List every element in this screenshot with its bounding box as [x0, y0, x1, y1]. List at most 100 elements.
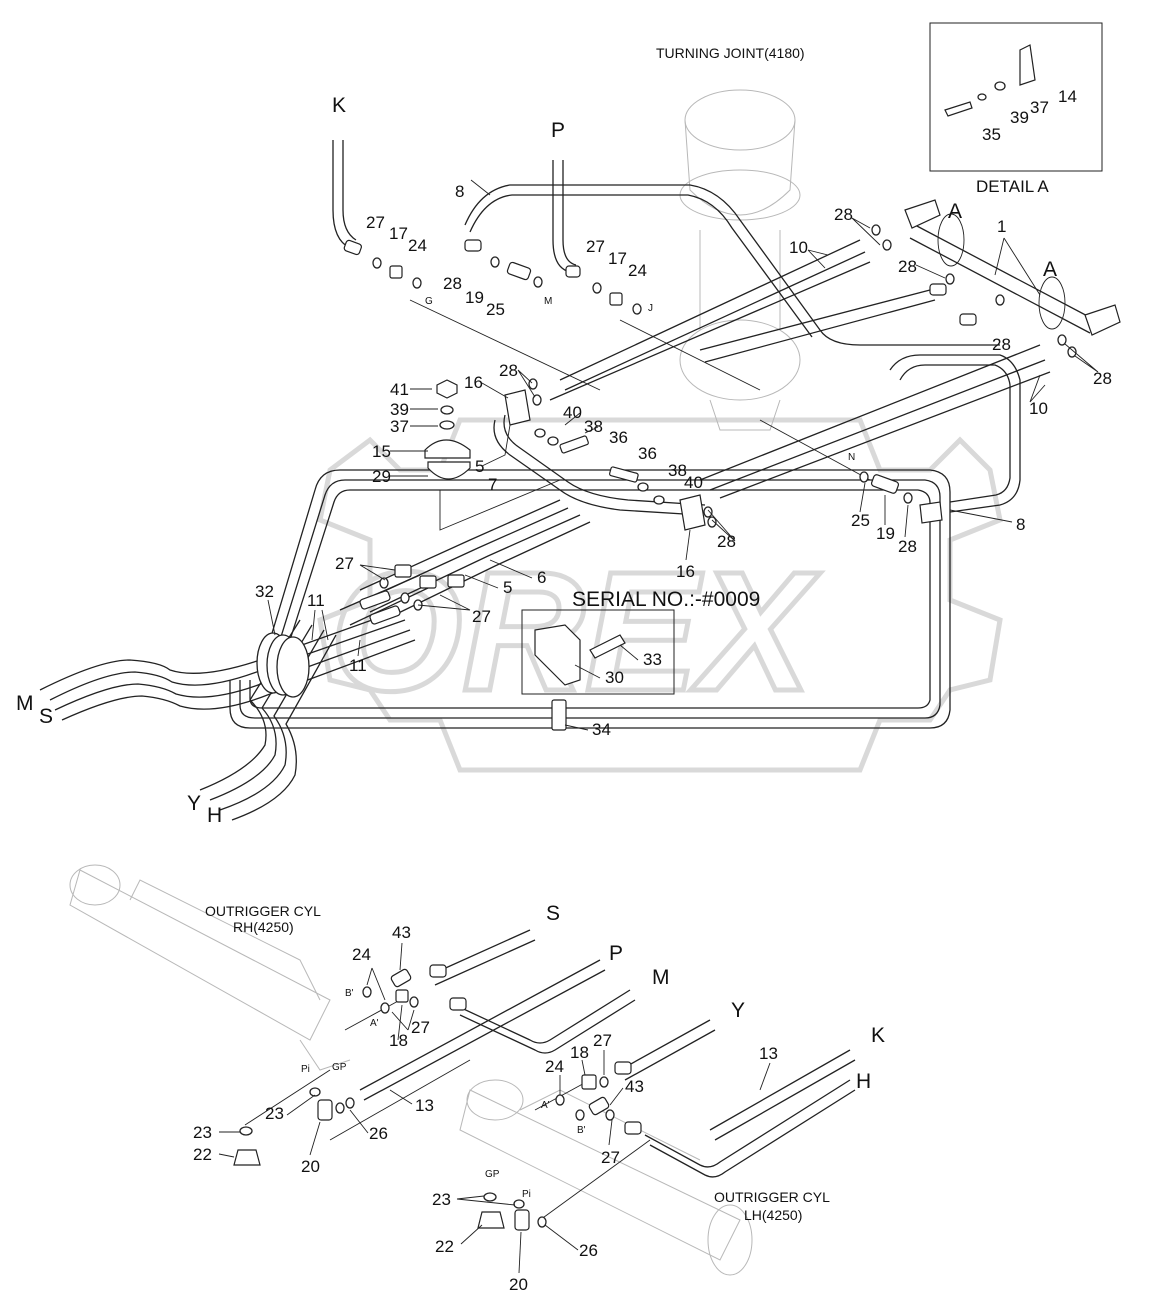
- port-p: P: [551, 119, 565, 142]
- detail-a-box: DETAIL A 14 37 39 35: [929, 22, 1103, 196]
- part-7: 7: [488, 475, 497, 494]
- part-28-a: 28: [834, 205, 853, 224]
- part-23-lh: 23: [432, 1190, 451, 1209]
- part-23-rh-b: 23: [193, 1123, 212, 1142]
- part-27-lh-b: 27: [601, 1148, 620, 1167]
- part-27-rh: 27: [411, 1018, 430, 1037]
- detail-a-label: DETAIL A: [976, 177, 1049, 196]
- part-28-c: 28: [992, 335, 1011, 354]
- part-36-mid: 36: [638, 444, 657, 463]
- turning-joint-caption: TURNING JOINT(4180): [656, 45, 805, 61]
- outrigger-rh-caption-2: RH(4250): [233, 919, 294, 935]
- part-13-lh: 13: [759, 1044, 778, 1063]
- part-26-rh: 26: [369, 1124, 388, 1143]
- part-28-e: 28: [499, 361, 518, 380]
- part-41: 41: [390, 380, 409, 399]
- outrigger-cylinder-lh: [459, 1079, 753, 1276]
- part-39: 39: [390, 400, 409, 419]
- part-37-detail: 37: [1030, 98, 1049, 117]
- tag-a-prime-rh: A': [370, 1018, 379, 1029]
- part-39-detail: 39: [1010, 108, 1029, 127]
- part-43-rh: 43: [392, 923, 411, 942]
- tag-n: N: [848, 452, 855, 463]
- part-10-top: 10: [789, 238, 808, 257]
- tag-a-prime-lh: A': [541, 1100, 550, 1111]
- part-33: 33: [643, 650, 662, 669]
- part-5-mid: 5: [503, 578, 512, 597]
- part-38-top: 38: [584, 417, 603, 436]
- part-38-mid: 38: [668, 461, 687, 480]
- upper-fittings: [343, 224, 1077, 625]
- serial-number-caption: SERIAL NO.:-#0009: [572, 588, 760, 611]
- part-24-p: 24: [628, 261, 647, 280]
- port-y: Y: [187, 792, 201, 815]
- part-27-lh-a: 27: [593, 1031, 612, 1050]
- port-y-lower: Y: [731, 999, 745, 1022]
- part-26-lh: 26: [579, 1241, 598, 1260]
- part-28-b: 28: [898, 257, 917, 276]
- port-k-lower: K: [871, 1024, 885, 1047]
- part-22-rh: 22: [193, 1145, 212, 1164]
- outrigger-rh-caption-1: OUTRIGGER CYL: [205, 903, 321, 919]
- tag-j: J: [648, 303, 653, 314]
- turning-joint-drawing: [679, 89, 801, 431]
- part-17-k: 17: [389, 224, 408, 243]
- port-s: S: [39, 705, 53, 728]
- tag-pi-rh: Pi: [301, 1064, 310, 1075]
- part-28-d: 28: [1093, 369, 1112, 388]
- port-p-lower: P: [609, 942, 623, 965]
- part-10-right: 10: [1029, 399, 1048, 418]
- part-29: 29: [372, 467, 391, 486]
- part-36-top: 36: [609, 428, 628, 447]
- part-22-lh: 22: [435, 1237, 454, 1256]
- tag-gp-lh: GP: [485, 1169, 500, 1180]
- part-25-right: 25: [851, 511, 870, 530]
- part-28-f: 28: [717, 532, 736, 551]
- part-28-g: 28: [443, 274, 462, 293]
- port-s-lower: S: [546, 902, 560, 925]
- part-20-rh: 20: [301, 1157, 320, 1176]
- part-callouts-upper: 8 27 17 24 28 19 25 27 17 24 28 10 1 28 …: [255, 182, 1112, 739]
- port-h-lower: H: [856, 1070, 871, 1093]
- part-17-p: 17: [608, 249, 627, 268]
- part-20-lh: 20: [509, 1275, 528, 1294]
- part-11-a: 11: [307, 591, 325, 610]
- part-1: 1: [997, 217, 1006, 236]
- part-37: 37: [390, 417, 409, 436]
- port-m: M: [16, 692, 34, 715]
- tag-b-prime-lh: B': [577, 1125, 586, 1136]
- tag-g: G: [425, 296, 433, 307]
- upper-hose-runs: [332, 140, 1051, 513]
- part-18-lh: 18: [570, 1043, 589, 1062]
- part-11-b: 11: [349, 656, 367, 675]
- part-23-rh-a: 23: [265, 1104, 284, 1123]
- part-16-top: 16: [464, 373, 483, 392]
- port-h: H: [207, 804, 222, 827]
- port-a-2: A: [1043, 258, 1057, 281]
- part-callouts-lower: 43 24 18 27 13 23 23 22 26 20 27 18 24 4…: [193, 923, 778, 1294]
- part-24-k: 24: [408, 236, 427, 255]
- part-24-lh: 24: [545, 1057, 564, 1076]
- tag-m: M: [544, 296, 552, 307]
- frame-loop-hoses: [229, 469, 951, 729]
- part-40-top: 40: [563, 403, 582, 422]
- part-8-right: 8: [1016, 515, 1025, 534]
- part-6: 6: [537, 568, 546, 587]
- part-27-manifold-bottom: 27: [472, 607, 491, 626]
- part-8-top: 8: [455, 182, 464, 201]
- port-a-1: A: [948, 200, 962, 223]
- tag-gp-rh: GP: [332, 1062, 347, 1073]
- tag-pi-lh: Pi: [522, 1189, 531, 1200]
- part-15: 15: [372, 442, 391, 461]
- port-m-lower: M: [652, 966, 670, 989]
- outrigger-cylinder-rh: [69, 864, 351, 1071]
- part-32: 32: [255, 582, 274, 601]
- part-25-top: 25: [486, 300, 505, 319]
- part-43-lh: 43: [625, 1077, 644, 1096]
- bracket-inset: [521, 609, 675, 731]
- part-30: 30: [605, 668, 624, 687]
- part-18-rh: 18: [389, 1031, 408, 1050]
- part-28-g2: 28: [898, 537, 917, 556]
- outrigger-lh-caption-1: OUTRIGGER CYL: [714, 1189, 830, 1205]
